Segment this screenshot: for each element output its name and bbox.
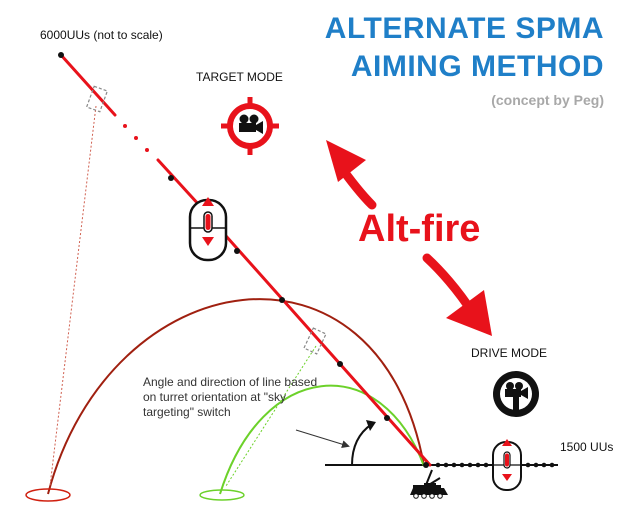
aim-line-dash xyxy=(123,124,149,152)
note-pointer xyxy=(295,429,350,449)
title-line-1: ALTERNATE SPMA xyxy=(324,12,604,45)
min-range-label: 1500 UUs xyxy=(560,440,614,454)
mouse-scroll-icon-upper xyxy=(188,197,228,262)
long-range-trajectory xyxy=(47,298,425,495)
max-range-label: 6000UUs (not to scale) xyxy=(40,28,163,42)
short-range-trajectory xyxy=(219,384,425,495)
target-mode-label: TARGET MODE xyxy=(196,70,283,84)
camera-steering-wheel-icon xyxy=(493,371,539,417)
mouse-scroll-icon-lower xyxy=(492,439,522,491)
short-impact-marker xyxy=(199,489,245,501)
aim-line xyxy=(59,53,432,467)
angle-arc xyxy=(351,423,373,466)
alt-fire-arrow-up xyxy=(326,140,377,210)
camera-crosshair-icon xyxy=(221,97,279,155)
title-line-2: AIMING METHOD xyxy=(350,50,604,83)
aim-line-points xyxy=(58,52,429,468)
cursor-marker-lower xyxy=(303,327,327,355)
ground-range-line xyxy=(430,462,558,468)
alt-fire-label: Alt-fire xyxy=(358,208,481,250)
spma-tank-icon xyxy=(410,469,448,499)
angle-arc-arrow xyxy=(366,420,376,431)
alt-fire-arrow-down xyxy=(422,253,492,336)
long-impact-marker xyxy=(25,488,71,502)
credit-text: (concept by Peg) xyxy=(491,92,604,108)
cursor-marker-upper xyxy=(85,85,109,113)
turret-note: Angle and direction of line based on tur… xyxy=(143,375,318,419)
drive-mode-label: DRIVE MODE xyxy=(471,346,548,360)
